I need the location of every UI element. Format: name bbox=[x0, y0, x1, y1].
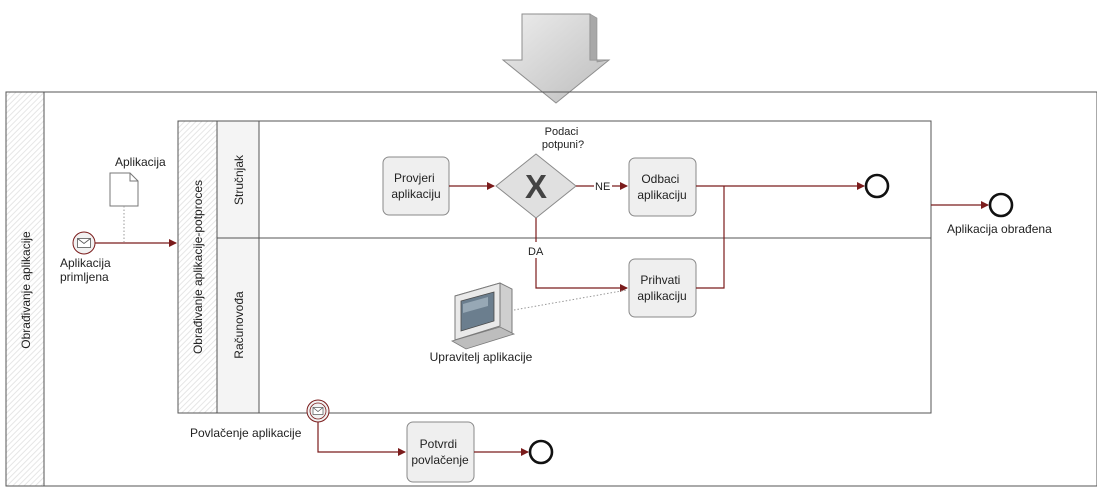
svg-text:Prihvati aplikaciju: Prihvati aplikaciju bbox=[637, 273, 686, 303]
start-event-envelope-icon[interactable] bbox=[72, 231, 96, 255]
gateway-exclusive[interactable]: X bbox=[495, 153, 577, 219]
task-reject-line2: aplikaciju bbox=[637, 188, 686, 202]
subprocess-label: Obrađivanje aplikacije-potproces bbox=[191, 180, 205, 354]
flow-accept-to-end bbox=[696, 186, 725, 289]
boundary-event-envelope-icon[interactable] bbox=[306, 399, 330, 423]
task-check-line1: Provjeri bbox=[394, 171, 435, 185]
gateway-question: Podaci potpuni? bbox=[542, 126, 584, 151]
data-object-icon[interactable] bbox=[109, 172, 139, 207]
task-accept-application[interactable]: Prihvati aplikaciju bbox=[628, 258, 697, 318]
down-arrow-icon bbox=[501, 13, 611, 104]
task-reject-line1: Odbaci bbox=[641, 172, 679, 186]
start-event-label: Aplikacija primljena bbox=[60, 256, 114, 284]
task-check-line2: aplikaciju bbox=[391, 187, 440, 201]
task-confirm-withdrawal[interactable]: Potvrdi povlačenje bbox=[406, 421, 475, 483]
flow-label-no: NE bbox=[595, 181, 610, 193]
flow-gateway-yes bbox=[535, 218, 627, 288]
association-system bbox=[513, 289, 628, 311]
computer-monitor-icon[interactable] bbox=[450, 282, 516, 350]
task-accept-line2: aplikaciju bbox=[637, 289, 686, 303]
pool-label: Obrađivanje aplikacije bbox=[19, 231, 33, 349]
end-event-outer[interactable] bbox=[988, 192, 1014, 218]
svg-text:Provjeri aplikaciju: Provjeri aplikaciju bbox=[391, 171, 440, 201]
svg-text:Potvrdi povlačenje: Potvrdi povlačenje bbox=[411, 437, 469, 467]
flow-label-yes: DA bbox=[528, 246, 544, 258]
gateway-x-icon: X bbox=[525, 168, 547, 205]
system-label: Upravitelj aplikacije bbox=[430, 350, 533, 364]
task-confirm-line1: Potvrdi bbox=[420, 437, 457, 451]
task-reject-application[interactable]: Odbaci aplikaciju bbox=[628, 157, 697, 217]
boundary-event-label: Povlačenje aplikacije bbox=[190, 426, 302, 440]
task-accept-line1: Prihvati bbox=[640, 273, 680, 287]
data-object-label: Aplikacija bbox=[115, 155, 166, 169]
task-check-application[interactable]: Provjeri aplikaciju bbox=[382, 156, 450, 216]
flow-boundary-to-confirm bbox=[317, 422, 406, 456]
svg-text:Odbaci aplikaciju: Odbaci aplikaciju bbox=[637, 172, 686, 202]
task-confirm-line2: povlačenje bbox=[411, 453, 469, 467]
lane-label-racunovoda: Računovođa bbox=[232, 291, 246, 359]
end-event-withdrawal[interactable] bbox=[528, 439, 554, 465]
subprocess[interactable]: Obrađivanje aplikacije-potproces Stručnj… bbox=[177, 120, 932, 414]
pool[interactable]: Obrađivanje aplikacije bbox=[5, 91, 1097, 487]
lane-label-strucnjak: Stručnjak bbox=[232, 154, 246, 205]
end-event-outer-label: Aplikacija obrađena bbox=[947, 222, 1052, 236]
end-event-inner[interactable] bbox=[864, 173, 890, 199]
